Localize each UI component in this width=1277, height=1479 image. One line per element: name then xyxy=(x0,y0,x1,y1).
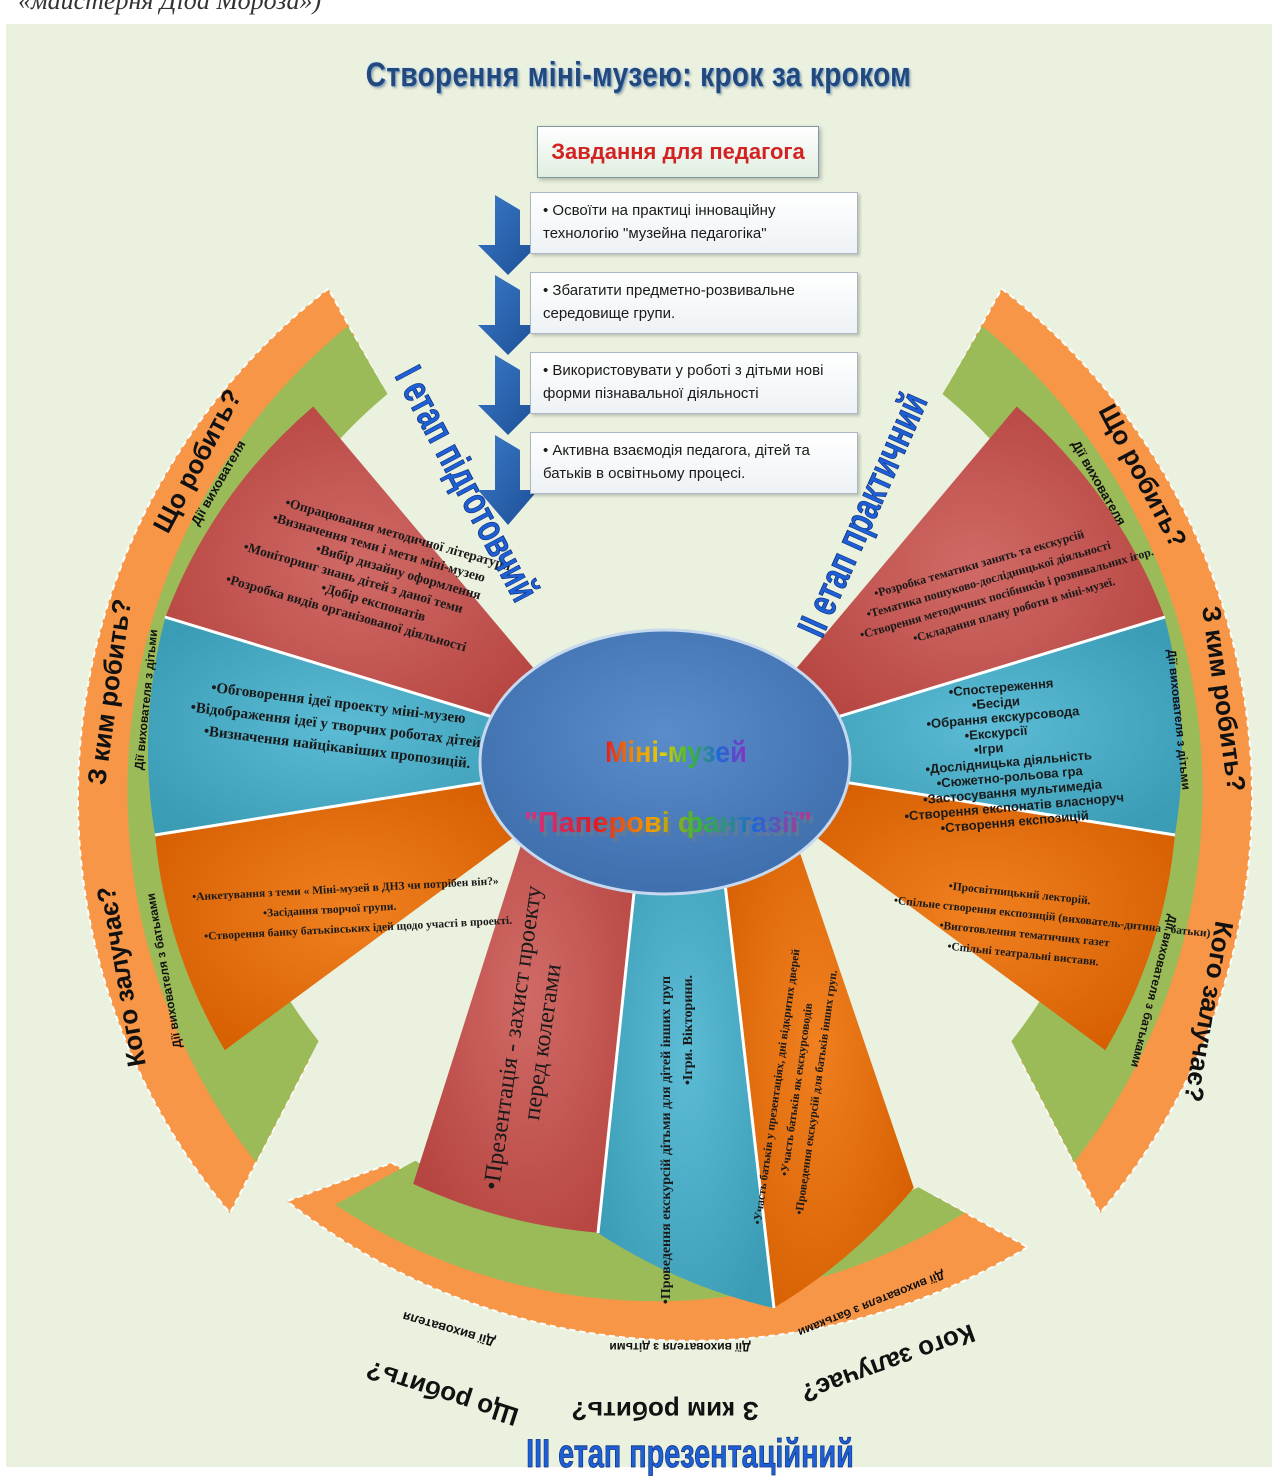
center-title: Міні-музей xyxy=(605,736,747,770)
bottom-ring-what: Що робить? xyxy=(362,1355,522,1432)
right-blue-item: •Бесіди xyxy=(971,693,1020,712)
right-orange-sector xyxy=(783,775,1175,1051)
task-item: • Активна взаємодія педагога, дітей та б… xyxy=(530,432,858,494)
bottom-blue-item: •Проведення екскурсій дітьми для дітей і… xyxy=(659,976,674,1304)
bottom-blue-item: •Ігри. Вікторини. xyxy=(681,975,696,1085)
right-blue-item: •Ігри xyxy=(973,740,1004,758)
stage3-label: ІІІ етап презентаційний xyxy=(526,1431,854,1476)
right-blue-item: •Екскурсії xyxy=(964,723,1028,743)
tasks-header-label: Завдання для педагога xyxy=(551,139,805,164)
left-red-sector xyxy=(165,406,548,730)
center-ellipse xyxy=(478,628,852,896)
right-red-sector xyxy=(782,406,1165,730)
bottom-orange-sector xyxy=(715,776,914,1309)
task-item: • Освоїти на практиці інноваційну технол… xyxy=(530,192,858,254)
left-blue-sector xyxy=(147,617,533,836)
bottom-ring-with: З ким робить? xyxy=(571,1396,758,1426)
bottom-ring-what-sub: Дії вихователя xyxy=(401,1309,497,1350)
bottom-ring-who: Кого залучає? xyxy=(797,1318,979,1409)
right-blue-sector xyxy=(797,617,1183,836)
task-item: • Використовувати у роботі з дітьми нові… xyxy=(530,352,858,414)
bottom-ring-with-sub: Дії вихователя з дітьми xyxy=(609,1340,750,1354)
tasks-header: Завдання для педагога xyxy=(537,126,819,178)
top-caption: «майстерня Діда Мороза») xyxy=(18,0,322,15)
page-title: Створення міні-музею: крок за кроком xyxy=(365,56,912,94)
center-subtitle-shadow: "Паперові фантазії" xyxy=(527,811,815,843)
task-item: • Збагатити предметно-розвивальне середо… xyxy=(530,272,858,334)
left-orange-sector xyxy=(155,775,547,1051)
task-arrows xyxy=(478,195,538,525)
center-subtitle: "Паперові фантазії" xyxy=(524,807,812,839)
